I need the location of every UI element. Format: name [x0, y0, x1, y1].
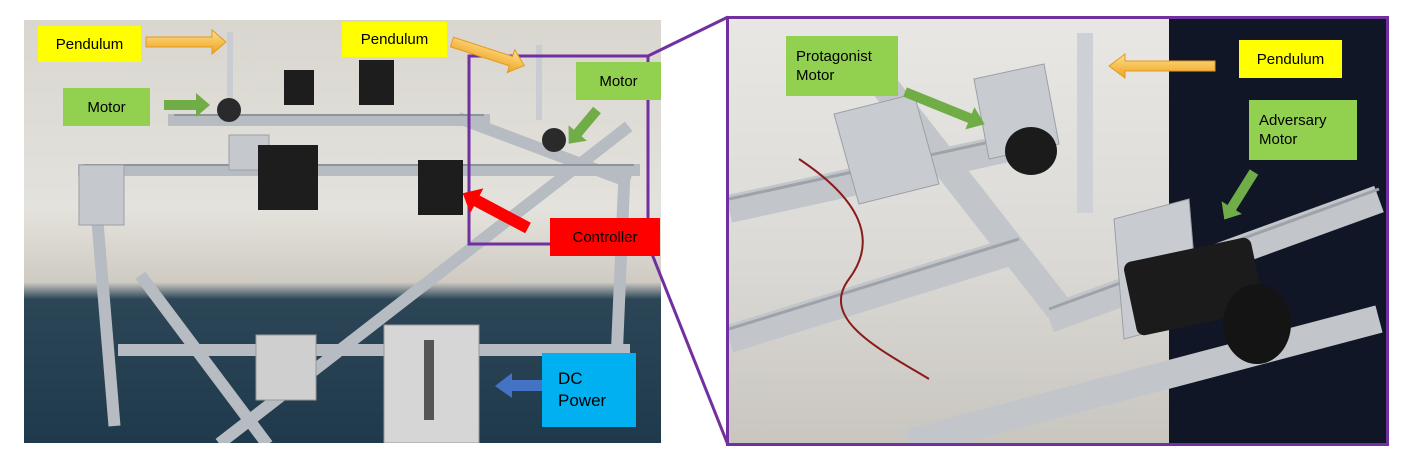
label-motor-right: Motor	[576, 62, 661, 100]
connector-bottom	[646, 243, 730, 446]
arrow-pendulum-1	[145, 28, 227, 56]
label-protagonist-motor: Protagonist Motor	[786, 36, 898, 96]
zoomed-rig-illustration	[729, 19, 1386, 443]
arrow-protagonist-motor	[903, 87, 985, 130]
arrow-pendulum-2	[449, 36, 526, 74]
label-dc-power: DC Power	[542, 353, 636, 427]
arrow-motor-1	[164, 93, 210, 117]
arrow-motor-2	[568, 106, 601, 144]
connector-top	[647, 15, 729, 58]
arrow-pendulum-right	[1108, 53, 1216, 79]
label-adversary-motor: Adversary Motor	[1249, 100, 1357, 160]
label-pendulum-center: Pendulum	[342, 22, 447, 57]
arrow-dc-power	[495, 373, 544, 398]
label-controller: Controller	[550, 218, 660, 256]
rig-illustration	[78, 32, 640, 443]
label-pendulum-left: Pendulum	[38, 26, 141, 62]
arrow-adversary-motor	[1221, 169, 1259, 220]
label-motor-left: Motor	[63, 88, 150, 126]
label-pendulum-right: Pendulum	[1239, 40, 1342, 78]
arrow-controller	[462, 188, 531, 234]
